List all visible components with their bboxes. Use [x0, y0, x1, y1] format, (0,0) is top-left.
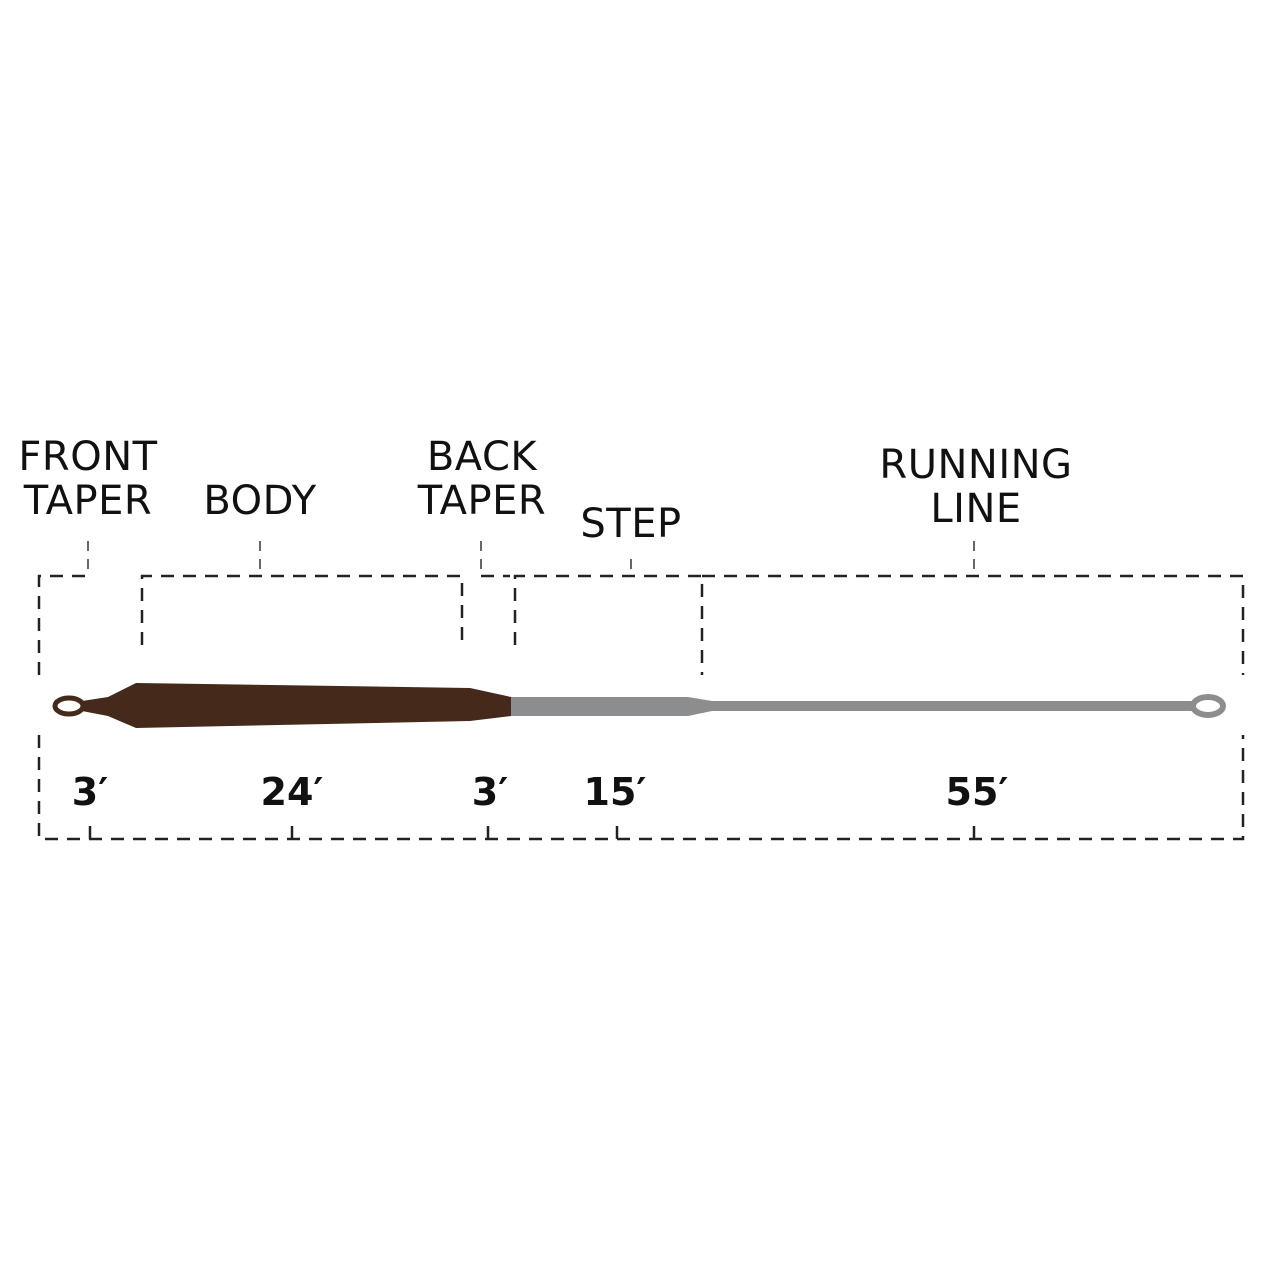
running-line-shaft — [505, 697, 1196, 716]
body-upper-bracket — [140, 574, 464, 645]
body-label: BODY — [203, 478, 316, 524]
running-line-length: 55′ — [946, 770, 1009, 814]
front-taper-label-line1: FRONT — [18, 434, 157, 480]
label-leaders — [87, 541, 975, 575]
step-length: 15′ — [584, 770, 647, 814]
body-length: 24′ — [261, 770, 324, 814]
running-line-label-line1: RUNNING — [879, 442, 1072, 488]
rear-loop — [1190, 694, 1226, 718]
running-line-label-line2: LINE — [930, 486, 1021, 532]
front-taper-upper-bracket — [37, 574, 88, 675]
upper-brackets — [37, 574, 1245, 675]
lower-left-edge — [37, 735, 1245, 841]
front-loop — [52, 695, 86, 717]
running-line-upper-bracket — [702, 574, 1245, 675]
back-taper-length: 3′ — [472, 770, 508, 814]
front-taper-length: 3′ — [72, 770, 108, 814]
front-taper-label-line2: TAPER — [23, 478, 152, 524]
fly-line — [52, 683, 1226, 728]
lower-brackets — [37, 735, 1245, 841]
back-taper-label-line1: BACK — [427, 434, 539, 480]
head-section — [82, 683, 511, 728]
step-upper-bracket — [513, 574, 704, 675]
length-labels: 3′ 24′ 3′ 15′ 55′ — [72, 770, 1009, 814]
back-taper-label-line2: TAPER — [417, 478, 546, 524]
step-label: STEP — [580, 501, 681, 547]
section-labels: FRONT TAPER BODY BACK TAPER STEP RUNNING… — [18, 434, 1072, 547]
